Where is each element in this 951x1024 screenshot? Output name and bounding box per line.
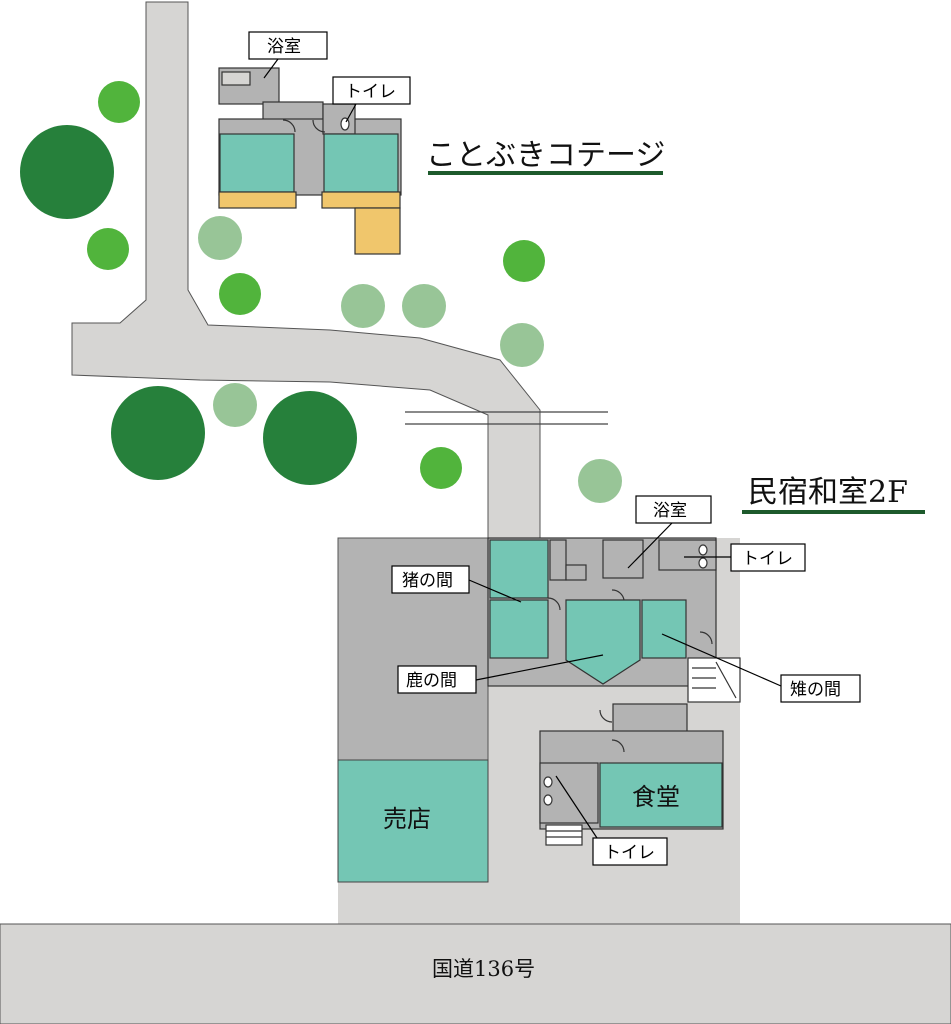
tree-mid [420, 447, 462, 489]
dining-toilet-label-box [592, 837, 668, 866]
stair-step [715, 661, 737, 699]
kiji-room[interactable] [641, 599, 687, 659]
tree-dark [111, 386, 205, 480]
shop-label: 売店 [383, 805, 431, 833]
door-swing [611, 739, 625, 753]
trees [20, 81, 622, 503]
toilet-fixture [543, 794, 553, 806]
tree-light [198, 216, 242, 260]
main-bath-label: 浴室 [653, 501, 687, 521]
door-swing [611, 589, 625, 601]
dining-room[interactable] [599, 762, 723, 828]
leader-line [627, 522, 673, 569]
dining-toilet-area [539, 762, 599, 824]
cottage-toilet-label: トイレ [345, 82, 396, 102]
cottage-area-title: ことぶきコテージ [426, 138, 665, 173]
tree-dark [263, 391, 357, 485]
main-toilet-area [658, 539, 717, 571]
bathtub [221, 71, 251, 86]
leader-line [661, 633, 782, 687]
national-road [0, 923, 951, 1024]
tree-dark [20, 125, 114, 219]
leader-line [555, 775, 598, 839]
toilet-fixture [543, 776, 553, 788]
main-toilet-label: トイレ [742, 549, 793, 569]
inoshishi-label-box [391, 565, 470, 594]
cottage-deck-step [354, 207, 401, 255]
tree-mid [503, 240, 545, 282]
cottage-bath-label: 浴室 [267, 37, 301, 57]
tree-mid [98, 81, 140, 123]
tree-mid [87, 228, 129, 270]
entrance-steps [545, 824, 583, 846]
shop-room[interactable] [337, 759, 489, 883]
kiji-label: 雉の間 [790, 680, 841, 700]
main-bath-label-box [635, 495, 712, 524]
door-swing [282, 119, 296, 133]
inoshishi-room-lower[interactable] [489, 599, 549, 659]
dining-annex [612, 703, 688, 735]
cottage-deck-left [218, 191, 297, 209]
minshuku-building [487, 537, 741, 703]
tree-light [500, 323, 544, 367]
inoshishi-label: 猪の間 [402, 571, 453, 591]
toilet-fixture [698, 557, 708, 569]
leader-line [475, 654, 604, 681]
shika-room[interactable] [565, 599, 641, 685]
toilet-fixture [698, 544, 708, 556]
main-toilet-label-box [730, 543, 806, 572]
tree-light [213, 383, 257, 427]
stairs [687, 657, 741, 703]
door-swing [312, 119, 326, 133]
tree-mid [219, 273, 261, 315]
door-swing [599, 709, 613, 723]
inoshishi-room-upper[interactable] [489, 539, 549, 599]
door-swing [699, 631, 713, 645]
shika-label: 鹿の間 [406, 671, 457, 691]
leader-line [263, 58, 279, 79]
door-swing [547, 597, 561, 611]
tree-light [341, 284, 385, 328]
dining-label: 食堂 [632, 783, 680, 811]
shika-label-box [397, 665, 477, 694]
leader-line [468, 579, 522, 603]
cottage-deck-right [321, 191, 401, 209]
cottage-room-right[interactable] [323, 133, 399, 193]
closet [549, 539, 567, 581]
road-label: 国道136号 [432, 957, 535, 981]
minshuku-area-title: 民宿和室2F [748, 475, 908, 510]
dining-toilet-label: トイレ [604, 843, 655, 863]
tree-light [578, 459, 622, 503]
cottage-toilet-label-box [332, 76, 411, 105]
dining-building [539, 703, 724, 846]
cottage-building [218, 67, 402, 255]
closet [565, 564, 587, 581]
cottage-bath-label-box [248, 31, 328, 60]
cottage-room-left[interactable] [219, 133, 295, 193]
cottage-toilet-area [322, 103, 356, 135]
kiji-label-box [780, 674, 861, 703]
leader-line [345, 103, 357, 123]
tree-light [402, 284, 446, 328]
